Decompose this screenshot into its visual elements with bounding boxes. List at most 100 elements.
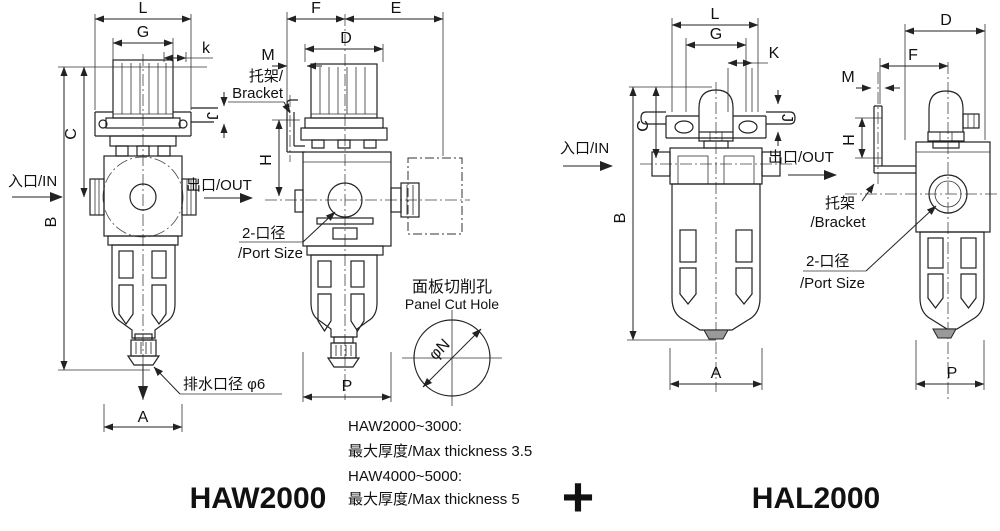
port-size-cn: 2-口径 [242,225,285,242]
dim-D-label: D [940,12,952,29]
filter-bowl [107,235,179,339]
dim-P-group-2: P [915,340,985,390]
hal-side-dimensions: D F M H [841,12,986,159]
drain-callout: 排水口径 φ6 [153,366,282,395]
caption-haw2000: HAW2000 [190,482,327,515]
dim-J-label: J [778,114,795,122]
outlet-label: 出口/OUT [186,177,252,194]
dim-A-label: A [711,365,722,382]
dim-D-label: D [340,30,352,47]
haw-front-dimensions: L G k C B A [43,0,213,432]
bracket-label-en: Bracket [232,85,284,102]
bracket2-label-cn: 托架 [825,195,855,212]
drain-label: 排水口径 φ6 [183,376,265,393]
hal-outlet-callout: 出口/OUT [768,149,837,180]
inner-bar [316,217,374,225]
hal2000-front-view: L G K J C B A [560,6,837,392]
dim-A-label: A [138,409,149,426]
dim-L-label: L [139,0,148,17]
port-size-callout: 2-口径 /Port Size [238,211,336,262]
bracket-thickness-dim: J [203,92,228,138]
bracket-callout: 托架/ Bracket [228,68,291,114]
sight-glass [703,329,729,340]
dim-P-label: P [342,378,353,395]
haw2000-side-view: F E D M H 托架/ Bracket [228,0,502,406]
inner-block [332,227,358,240]
left-boss [294,189,304,213]
port-size2-cn: 2-口径 [806,253,849,270]
right-port-fitting [390,182,420,218]
port-size2-en: /Port Size [800,275,865,292]
filter-bowl-side [306,245,384,338]
note-line2: 最大厚度/Max thickness 3.5 [348,443,532,460]
bracket-label-cn: 托架/ [249,68,284,85]
dim-M-label: M [261,47,274,64]
haw-inlet-callout: 入口/IN [8,173,63,202]
dim-H-label: H [258,154,275,166]
inlet-label: 入口/IN [560,140,609,157]
port-size-callout-2: 2-口径 /Port Size [800,205,937,292]
oil-bowl [671,183,761,340]
dim-B-label: B [612,213,629,224]
outlet-arrowhead [240,193,253,203]
panel-phantom-outline [407,157,463,235]
mounting-bracket-front [640,111,796,139]
bracket2-label-en: /Bracket [810,214,866,231]
dim-K-label: K [769,45,780,62]
gauge-circle [102,156,184,238]
dim-H-label: H [841,134,858,146]
inlet-arrowhead [50,192,63,202]
regulator-knob-side [310,63,378,119]
dim-C-label: C [63,128,80,140]
model-captions: HAW2000 + HAL2000 [190,465,881,528]
caption-hal2000: HAL2000 [752,482,880,515]
dim-L-label: L [711,6,720,23]
dim-F-label: F [311,0,321,17]
lubricator-body-side [915,141,991,233]
hal2000-side-view: D F M H 托架 /Bracket [800,12,1000,400]
port-hole-inner [934,180,962,208]
oil-bowl-side [919,231,985,339]
dim-E-label: E [391,0,402,17]
hal-front-dimensions: L G K J C B A [612,6,795,390]
drain-valve-side [326,336,361,368]
thickness-notes: HAW2000~3000: 最大厚度/Max thickness 3.5 HAW… [348,418,532,508]
knob-flange-side [304,117,384,129]
dim-B-label: B [43,217,60,228]
port-bosses [89,178,197,216]
gauge-port [129,183,157,211]
dim-M-label: M [841,69,854,86]
panel-cut-hole: 面板切削孔 Panel Cut Hole φN [402,278,502,406]
knob-flange [105,117,181,129]
dim-C-label: C [635,120,652,132]
haw-side-dimensions: F E D M H [258,0,444,197]
dim-P-label: P [947,365,958,382]
haw2000-front-view: J [8,0,282,432]
port-hole-outer [928,174,968,214]
bracket-profile [873,105,916,174]
dim-F-label: F [908,47,918,64]
note-line1: HAW2000~3000: [348,418,462,435]
plus-sign: + [562,465,595,528]
lock-nuts-side [927,113,980,149]
fill-dome [698,89,734,132]
bracket-callout-2: 托架 /Bracket [810,183,875,231]
dim-G-label: G [137,24,149,41]
outlet-label: 出口/OUT [768,149,834,166]
port-hole [327,182,363,218]
note-line4: 最大厚度/Max thickness 5 [348,491,520,508]
bracket-profile [286,99,305,153]
dim-G-label: G [710,26,722,43]
haw-outlet-callout: 出口/OUT [186,177,253,203]
drain-flow-arrowhead [138,386,148,400]
inlet-arrowhead [600,161,613,171]
hole-diameter-label: φN [426,336,454,364]
spring-housing-side [300,127,388,141]
hal-inlet-callout: 入口/IN [560,140,613,171]
dim-k-label: k [202,40,211,57]
dim-P-group: P [302,352,392,402]
fill-dome-side [928,90,964,132]
dim-J-label: J [203,112,220,120]
